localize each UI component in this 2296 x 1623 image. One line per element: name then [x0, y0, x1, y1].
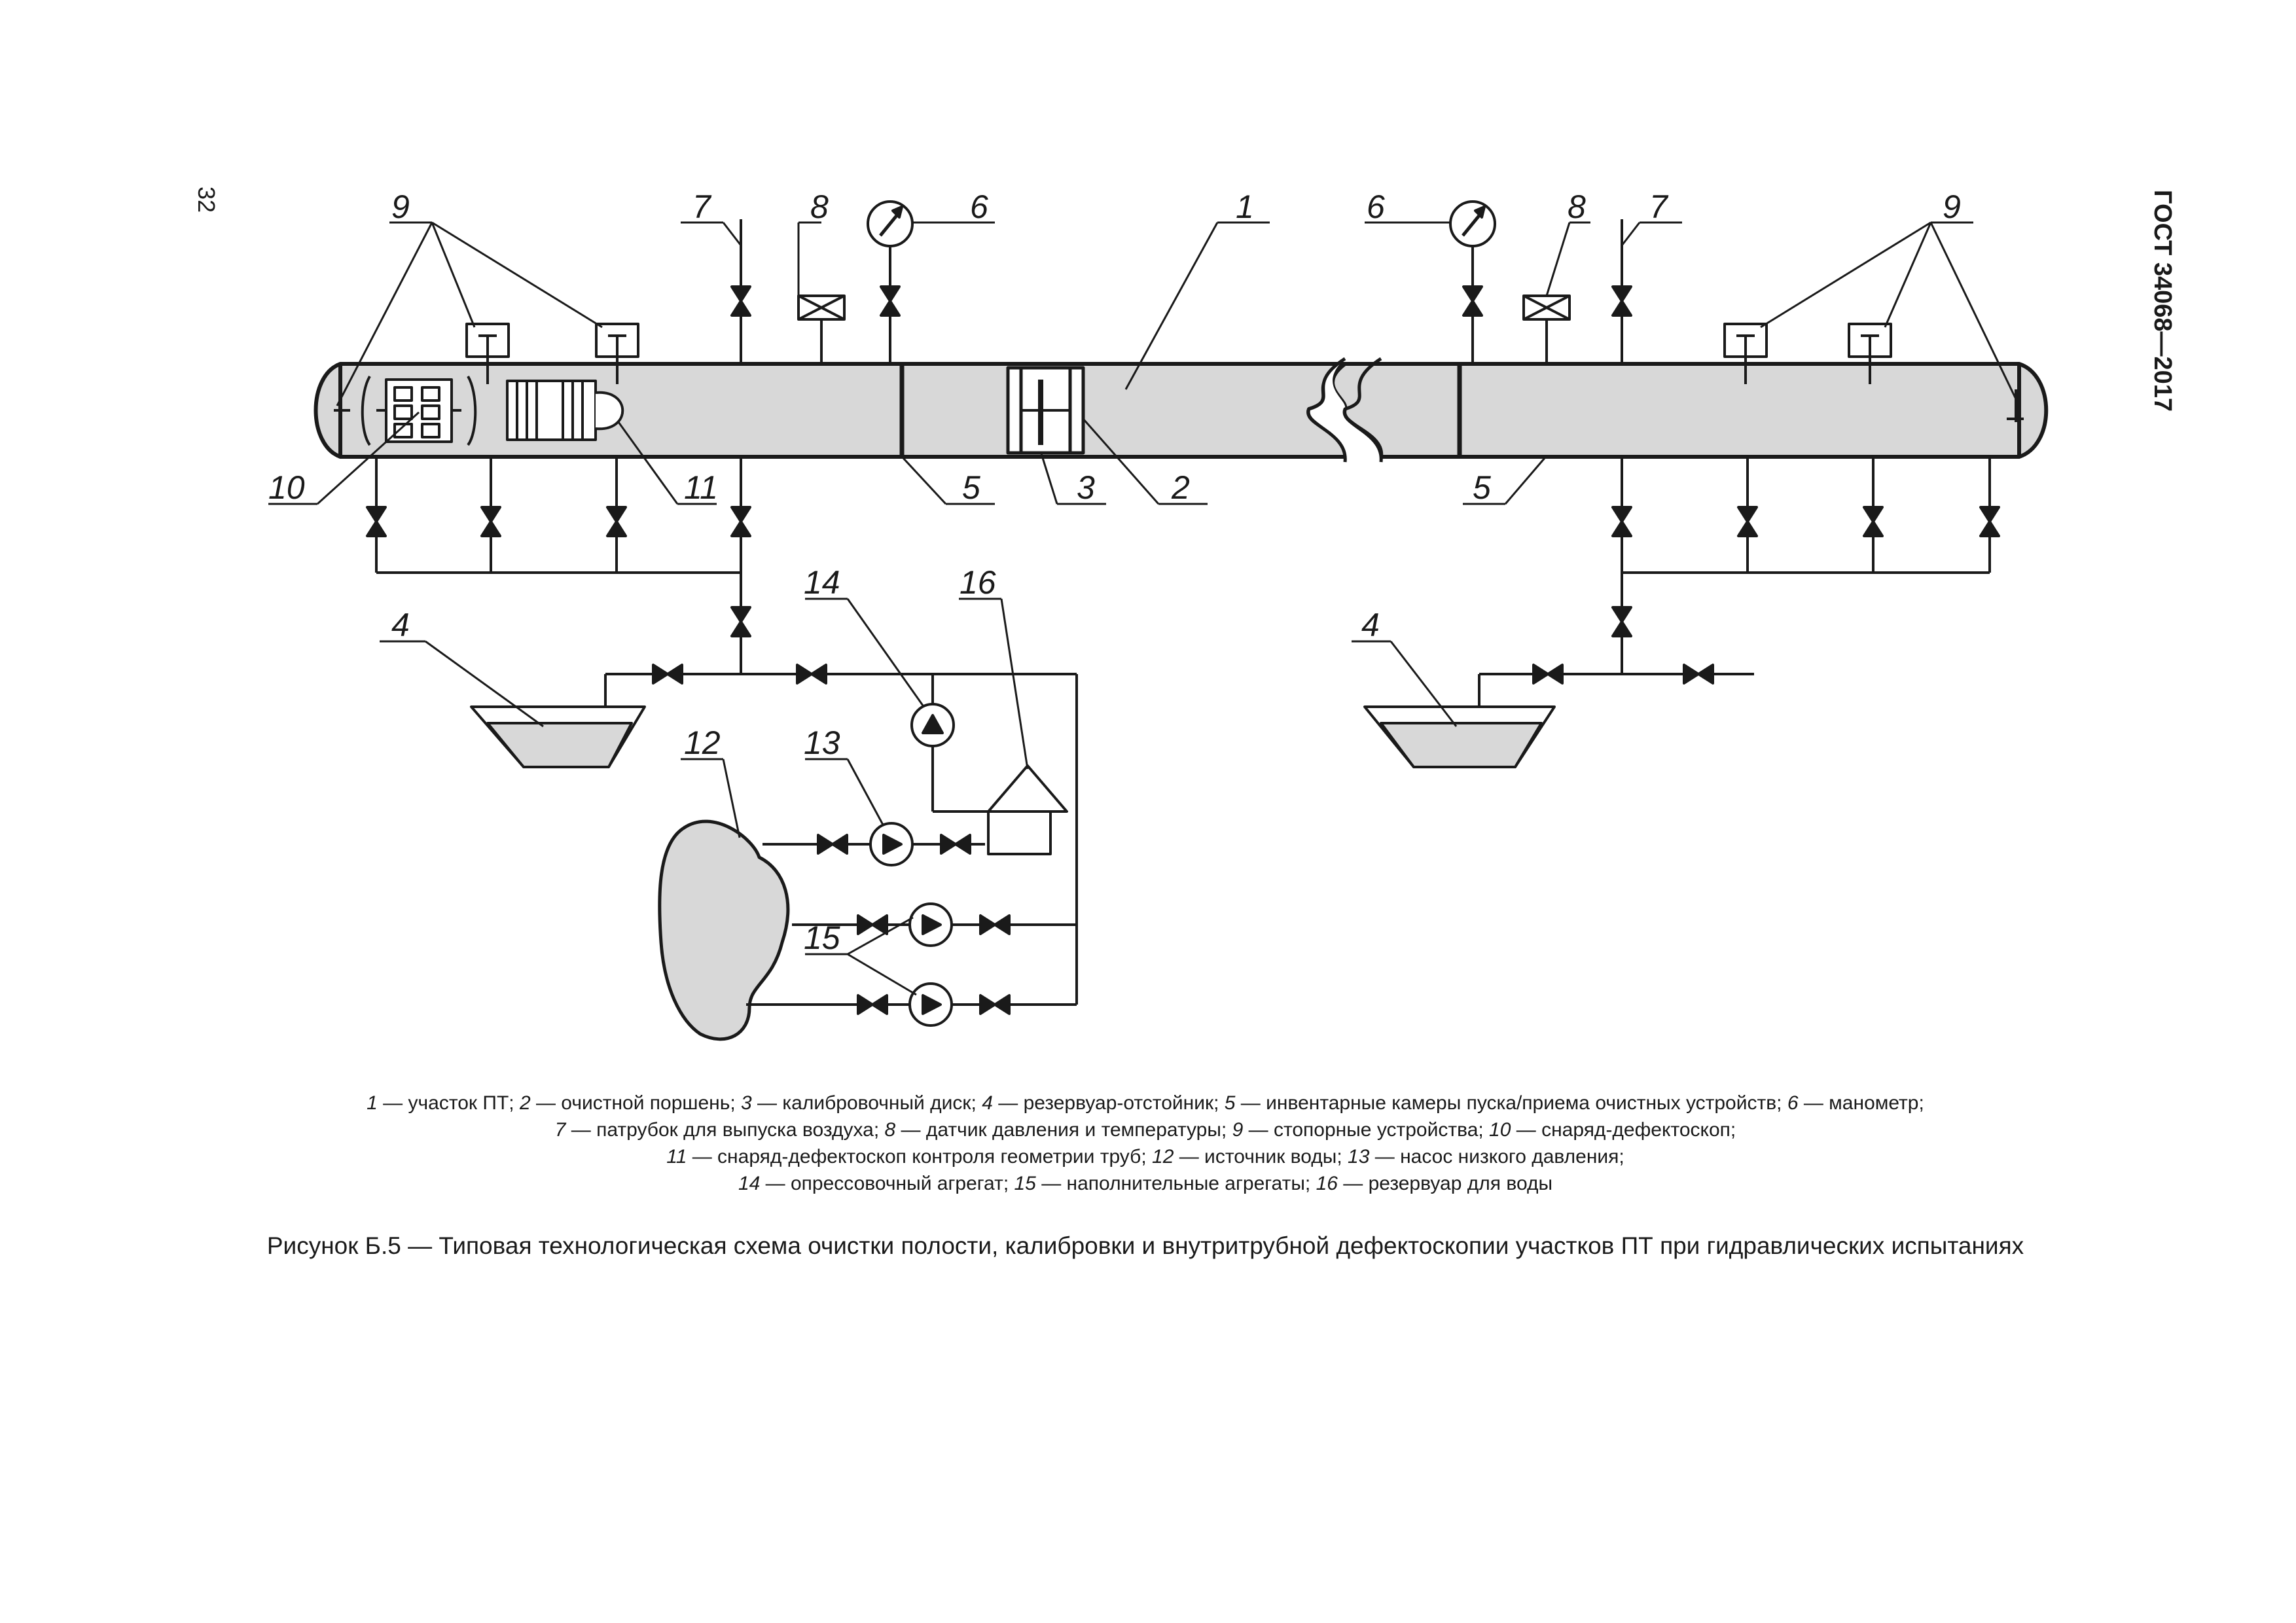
legend-text: — снаряд-дефектоскоп контроля геометрии … — [687, 1146, 1153, 1168]
legend-num: 1 — [367, 1092, 378, 1114]
drain-valve — [1979, 506, 2000, 537]
legend-text: — резервуар для воды — [1337, 1173, 1553, 1194]
legend-num: 5 — [1224, 1092, 1236, 1114]
settling-tank-valve — [652, 664, 683, 685]
legend-num: 14 — [738, 1173, 761, 1194]
label-2: 2 — [1171, 469, 1190, 506]
label-3: 3 — [1077, 469, 1095, 506]
label-13: 13 — [804, 724, 840, 761]
valve — [979, 994, 1011, 1015]
legend-line-3: 11 — снаряд-дефектоскоп контроля геометр… — [196, 1143, 2094, 1170]
label-9-right: 9 — [1943, 188, 1961, 225]
water-tank — [987, 764, 1068, 813]
label-7-right: 7 — [1649, 188, 1669, 225]
label-9-left: 9 — [391, 188, 410, 225]
drain-valve — [606, 506, 627, 537]
legend-num: 11 — [666, 1146, 687, 1168]
legend-text: — наполнительные агрегаты; — [1035, 1173, 1316, 1194]
legend-text: — опрессовочный агрегат; — [760, 1173, 1014, 1194]
legend-text: — источник воды; — [1174, 1146, 1348, 1168]
label-6-left: 6 — [970, 188, 988, 225]
valve — [940, 834, 971, 855]
legend-num: 9 — [1232, 1119, 1244, 1141]
figure-legend: 1 — участок ПТ; 2 — очистной поршень; 3 … — [196, 1090, 2094, 1197]
label-16: 16 — [960, 564, 996, 601]
air-vent-valve — [1611, 285, 1632, 317]
pipe-section-left — [314, 362, 1348, 459]
label-12: 12 — [684, 724, 721, 761]
settling-tank-left — [486, 722, 633, 768]
legend-text: — участок ПТ; — [377, 1092, 520, 1114]
drain-valve — [480, 506, 501, 537]
label-4-left: 4 — [391, 607, 410, 643]
valve — [857, 994, 888, 1015]
legend-num: 6 — [1787, 1092, 1799, 1114]
drain-valve — [730, 506, 751, 537]
label-5-left: 5 — [962, 469, 980, 506]
valve — [817, 834, 848, 855]
legend-line-2: 7 — патрубок для выпуска воздуха; 8 — да… — [196, 1116, 2094, 1143]
legend-num: 10 — [1489, 1119, 1511, 1141]
label-5-right: 5 — [1473, 469, 1491, 506]
water-source — [658, 819, 790, 1041]
main-valve — [730, 606, 751, 637]
legend-num: 16 — [1316, 1173, 1338, 1194]
legend-text: — резервуар-отстойник; — [992, 1092, 1225, 1114]
figure-caption: Рисунок Б.5 — Типовая технологическая сх… — [266, 1232, 2024, 1259]
legend-line-4: 14 — опрессовочный агрегат; 15 — наполни… — [196, 1170, 2094, 1197]
drain-valve — [1737, 506, 1758, 537]
label-7-left: 7 — [692, 188, 712, 225]
valve — [857, 914, 888, 935]
legend-text: — насос низкого давления; — [1369, 1146, 1624, 1168]
legend-num: 4 — [982, 1092, 993, 1114]
legend-num: 3 — [741, 1092, 752, 1114]
label-8-left: 8 — [810, 188, 829, 225]
legend-num: 8 — [884, 1119, 896, 1141]
legend-text: — снаряд-дефектоскоп; — [1511, 1119, 1736, 1141]
drain-valve — [1863, 506, 1884, 537]
legend-line-1: 1 — участок ПТ; 2 — очистной поршень; 3 … — [196, 1090, 2094, 1116]
label-15: 15 — [804, 919, 840, 956]
legend-text: — патрубок для выпуска воздуха; — [565, 1119, 885, 1141]
settling-tank-right — [1380, 722, 1543, 768]
main-valve — [1611, 606, 1632, 637]
pump-line-valve — [796, 664, 827, 685]
label-14: 14 — [804, 564, 840, 601]
label-10: 10 — [268, 469, 305, 506]
legend-text: — датчик давления и температуры; — [895, 1119, 1232, 1141]
label-4-right: 4 — [1361, 607, 1380, 643]
gauge-valve — [1462, 285, 1483, 317]
legend-num: 15 — [1014, 1173, 1036, 1194]
label-6-right: 6 — [1367, 188, 1385, 225]
outlet-valve — [1683, 664, 1714, 685]
legend-text: — стопорные устройства; — [1243, 1119, 1490, 1141]
geometry-pig — [506, 380, 624, 441]
label-11: 11 — [684, 469, 718, 506]
valve — [979, 914, 1011, 935]
drain-valve — [1611, 506, 1632, 537]
pipe-section-right — [1331, 362, 2049, 459]
settling-tank-valve — [1532, 664, 1564, 685]
legend-num: 13 — [1348, 1146, 1370, 1168]
legend-text: — калибровочный диск; — [751, 1092, 982, 1114]
legend-text: — манометр; — [1798, 1092, 1924, 1114]
legend-text: — инвентарные камеры пуска/приема очистн… — [1235, 1092, 1787, 1114]
legend-num: 7 — [554, 1119, 566, 1141]
gauge-valve — [880, 285, 901, 317]
label-8-right: 8 — [1568, 188, 1586, 225]
drain-valve — [366, 506, 387, 537]
legend-text: — очистной поршень; — [530, 1092, 742, 1114]
air-vent-valve — [730, 285, 751, 317]
label-1: 1 — [1236, 188, 1254, 225]
legend-num: 2 — [519, 1092, 531, 1114]
legend-num: 12 — [1152, 1146, 1174, 1168]
